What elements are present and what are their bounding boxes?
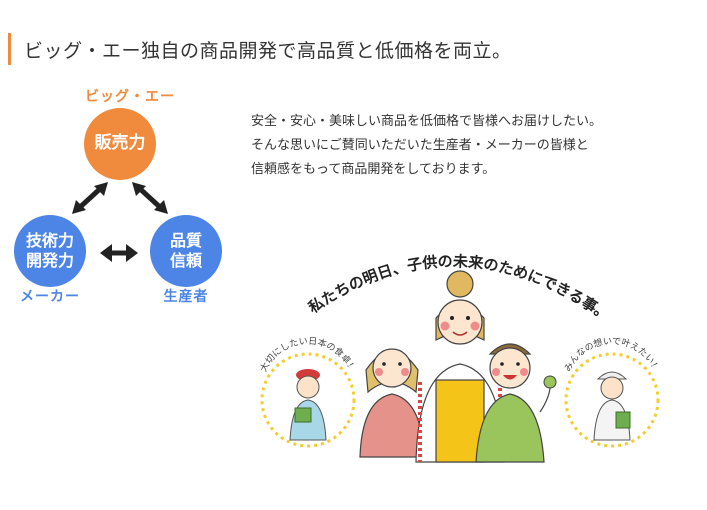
sales-power-label: 販売力	[94, 133, 146, 154]
double-arrow-diagonal-right-icon	[132, 182, 168, 214]
woman-figure-icon	[359, 348, 425, 458]
child-figure-icon	[475, 343, 557, 463]
brand-label: ビッグ・エー	[85, 89, 175, 105]
intro-text: 安全・安心・美味しい商品を低価格で皆様へお届けしたい。 そんな思いにご賛同いただ…	[251, 110, 691, 182]
quality-line2: 信頼	[169, 251, 202, 270]
producer-label: 生産者	[163, 289, 209, 305]
left-badge: 大切にしたい日本の食卓！	[257, 336, 358, 448]
right-badge: みんなの想いで叶えたい！	[562, 336, 662, 448]
maker-capability-circle: 技術力 開発力	[14, 215, 86, 287]
page-heading: ビッグ・エー独自の商品開発で高品質と低価格を両立。	[8, 33, 512, 65]
intro-line-2: そんな思いにご賛同いただいた生産者・メーカーの皆様と	[251, 138, 589, 153]
double-arrow-diagonal-left-icon	[72, 182, 108, 214]
sales-power-circle: 販売力	[84, 108, 156, 180]
family-figures	[359, 270, 557, 463]
maker-worker-figure-icon	[593, 371, 631, 441]
maker-capability-line1: 技術力	[25, 231, 74, 250]
family-illustration: 私たちの明日、子供の未来のためにできる事。 大切にしたい日本の食卓！ みんなの想…	[257, 252, 662, 463]
intro-line-1: 安全・安心・美味しい商品を低価格で皆様へお届けしたい。	[251, 114, 603, 129]
double-arrow-horizontal-icon	[100, 244, 138, 262]
intro-line-3: 信頼感をもって商品開発をしております。	[251, 162, 496, 177]
farmer-figure-icon	[289, 369, 327, 441]
maker-label: メーカー	[20, 289, 80, 305]
quality-trust-circle: 品質 信頼	[150, 215, 222, 287]
quality-line1: 品質	[169, 231, 202, 250]
maker-capability-line2: 開発力	[25, 251, 74, 270]
